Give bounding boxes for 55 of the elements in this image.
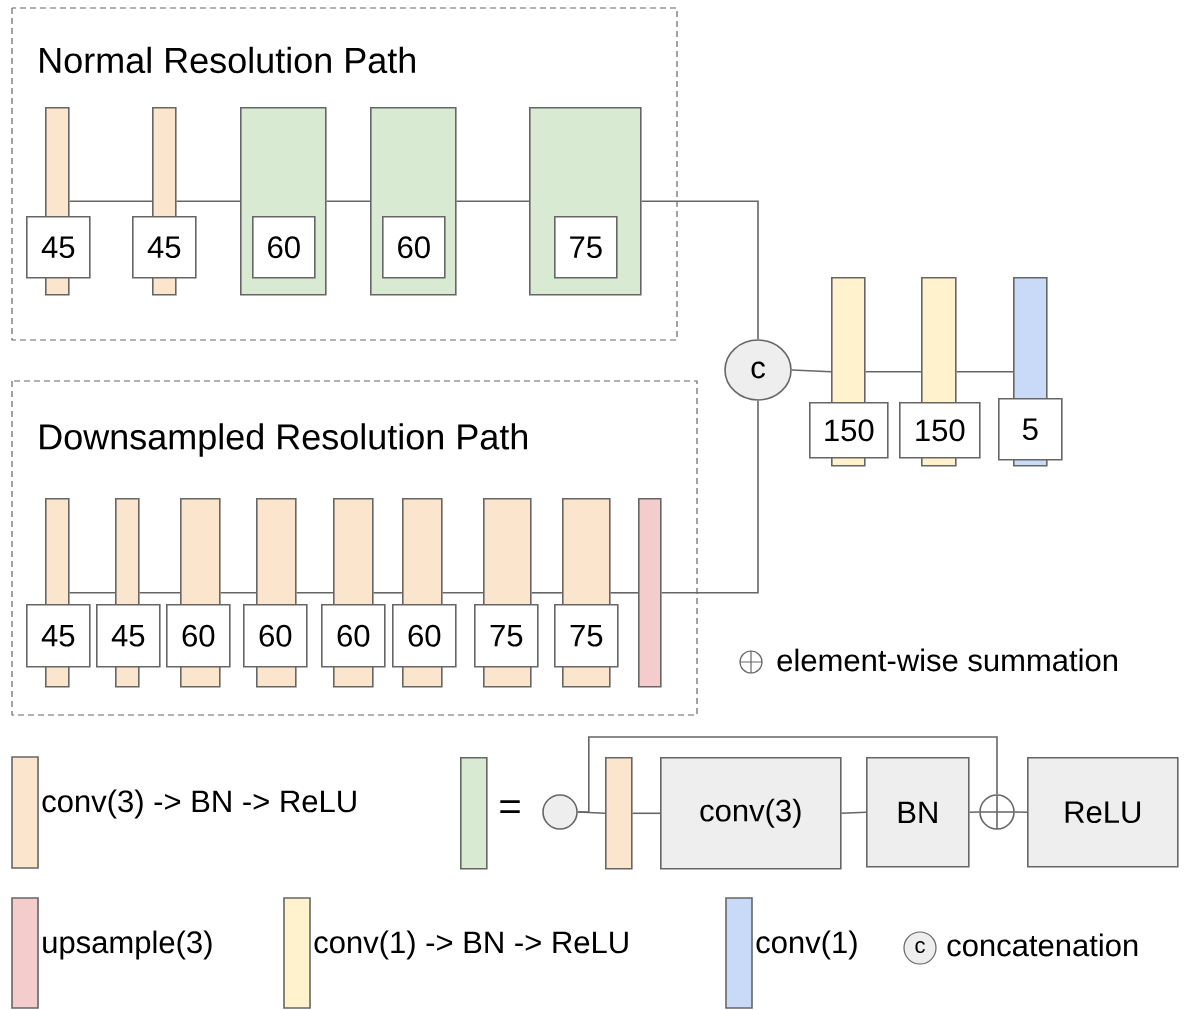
layer-bar: 45 — [132, 107, 197, 296]
layer-bar: 45 — [26, 498, 91, 688]
connector-line — [1014, 811, 1028, 814]
connector-line — [175, 200, 241, 203]
connector-line — [372, 592, 403, 594]
connector-line — [640, 200, 759, 340]
block-box: ReLU — [1027, 757, 1179, 868]
legend-text: upsample(3) — [43, 930, 212, 960]
layer-bar: 60 — [166, 498, 231, 688]
connector-line — [68, 592, 116, 594]
connector-line — [660, 400, 759, 594]
layer-bar: 60 — [370, 107, 457, 296]
sum-circle — [979, 794, 1015, 830]
legend-text: conv(3) -> BN -> ReLU — [42, 789, 356, 819]
connector-line — [68, 200, 153, 203]
connector-line — [325, 200, 371, 203]
layer-bar: 60 — [243, 498, 308, 688]
layer-bar: 75 — [529, 107, 642, 296]
layer-bar: 150 — [899, 277, 981, 467]
layer-bar: 60 — [321, 498, 386, 688]
connector-line — [609, 592, 639, 594]
connector-line — [791, 369, 832, 373]
connector-line — [455, 200, 530, 203]
connector-line — [577, 736, 998, 813]
layer-bar: 75 — [554, 498, 619, 688]
connector-line — [840, 811, 867, 815]
connector-line — [864, 371, 922, 373]
layer-bar: 60 — [240, 107, 327, 296]
legend-text: conv(1) — [756, 930, 857, 960]
layer-bar — [605, 757, 633, 870]
connector-line — [219, 592, 257, 594]
layer-bar: 75 — [474, 498, 539, 688]
legend-text: element-wise summation — [777, 648, 1117, 672]
block-box: conv(3) — [660, 757, 842, 870]
connector-line — [295, 592, 334, 594]
layer-bar — [460, 757, 488, 870]
legend-text: concatenation — [947, 933, 1138, 957]
block-box: BN — [866, 757, 970, 868]
layer-bar: 45 — [26, 107, 91, 296]
connector-line — [441, 592, 484, 594]
group-title: Normal Resolution Path — [40, 46, 415, 74]
connector-line — [631, 812, 661, 815]
connector-line — [138, 592, 181, 594]
layer-bar — [638, 498, 662, 688]
connector-line — [955, 371, 1014, 373]
input-circle — [542, 794, 578, 830]
layer-bar: 5 — [998, 277, 1063, 467]
layer-bar: 60 — [392, 498, 457, 688]
group-title: Downsampled Resolution Path — [40, 423, 527, 457]
connector-line — [968, 811, 980, 814]
legend-text: conv(1) -> BN -> ReLU — [314, 930, 628, 960]
equals-sign: = — [500, 800, 520, 814]
layer-bar: 150 — [809, 277, 889, 467]
connector-line — [530, 592, 563, 594]
layer-bar: 45 — [96, 498, 161, 688]
